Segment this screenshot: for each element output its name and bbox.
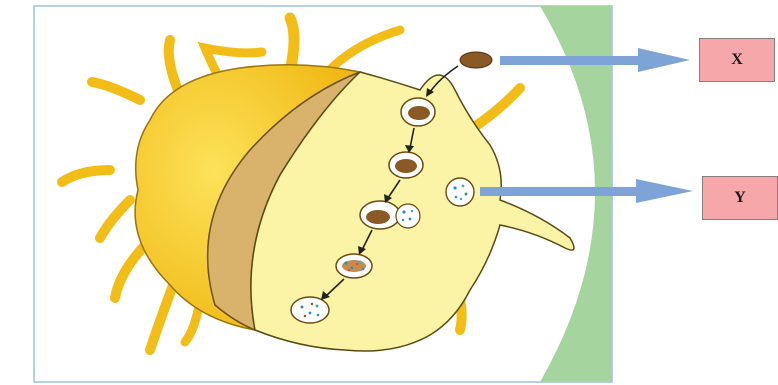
phagosome-with-lysosome [360, 201, 420, 229]
lysosome [446, 178, 474, 206]
phagosome-2 [389, 152, 423, 178]
label-x-box: X [699, 38, 775, 82]
residual-body [291, 297, 329, 323]
label-y-text: Y [734, 189, 746, 207]
particle-outside [460, 52, 492, 68]
phagosome-1 [401, 98, 435, 126]
label-y-box: Y [702, 176, 778, 220]
phagolysosome [336, 254, 372, 278]
label-x-text: X [731, 51, 743, 69]
